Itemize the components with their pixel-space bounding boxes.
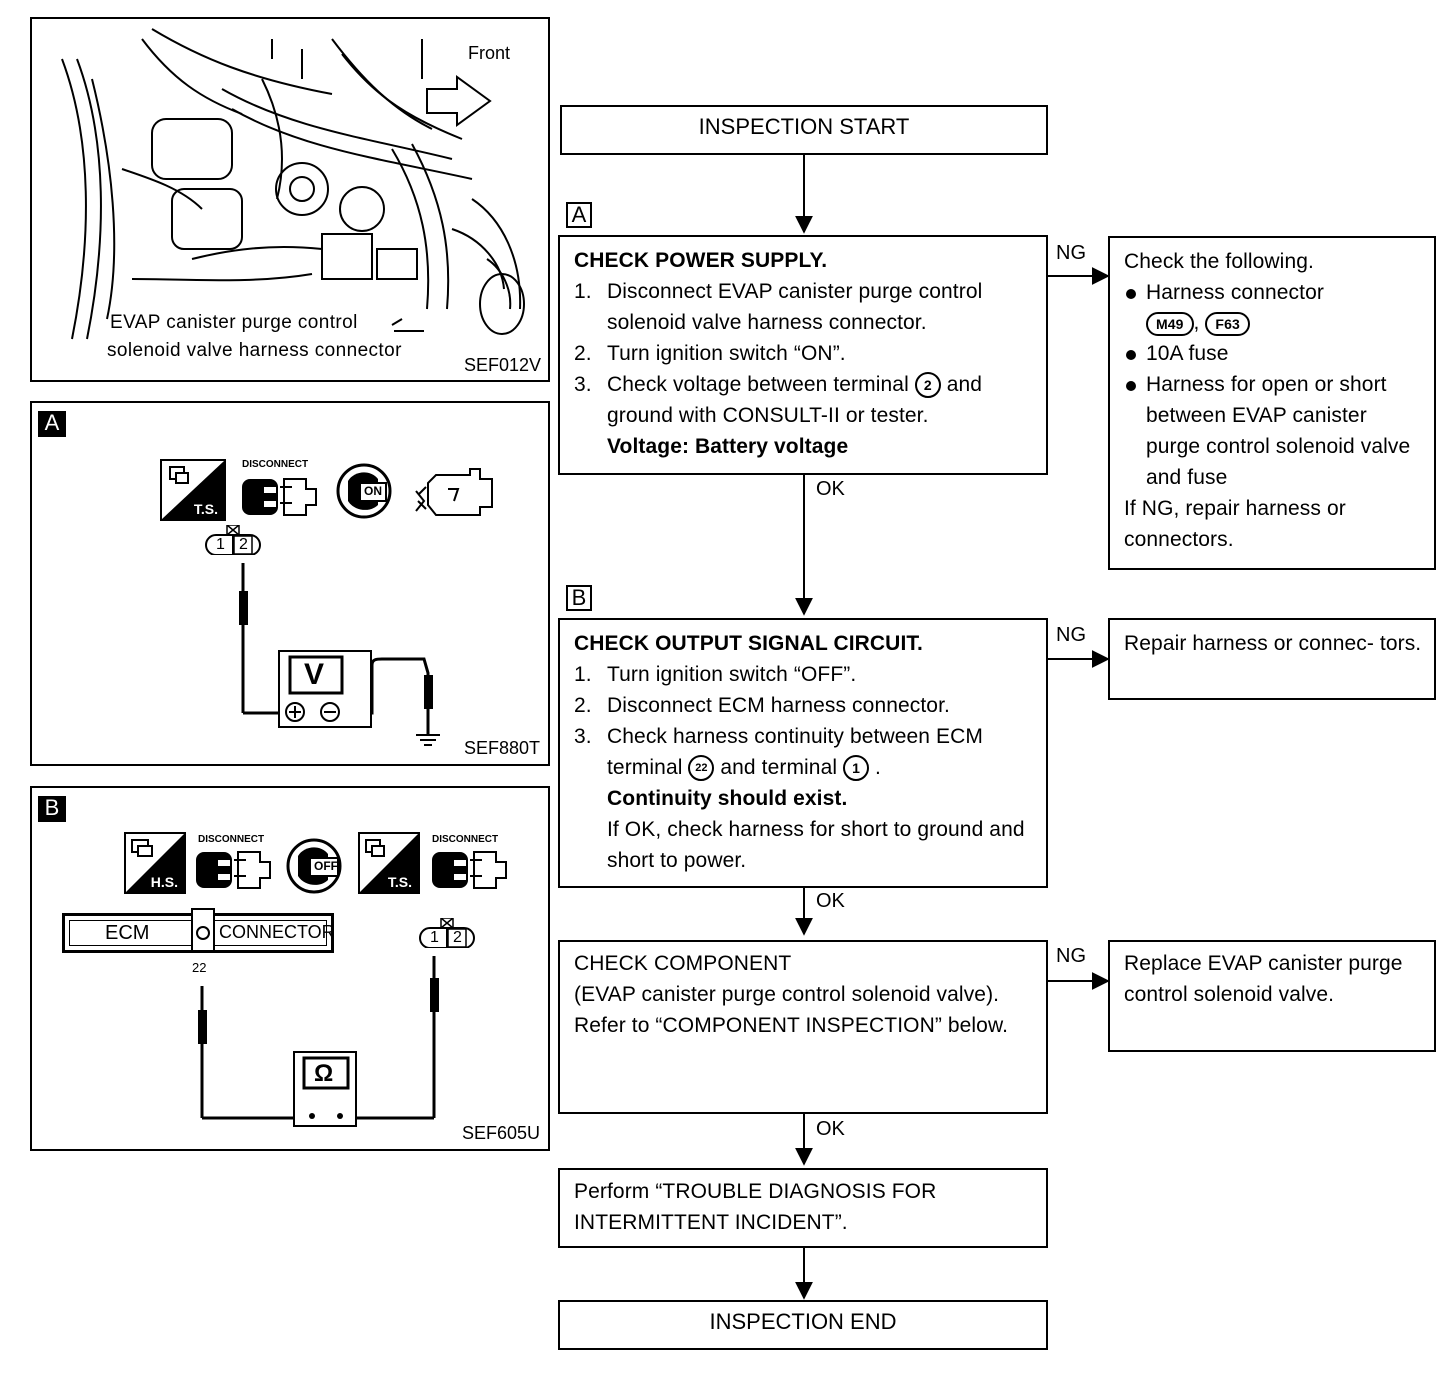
step-b-item-1: 1.Turn ignition switch “OFF”. — [574, 663, 857, 686]
step-a-check-power-supply: CHECK POWER SUPPLY. 1.Disconnect EVAP ca… — [558, 235, 1048, 475]
step-b-check-output-signal: CHECK OUTPUT SIGNAL CIRCUIT. 1.Turn igni… — [558, 618, 1048, 888]
engine-icon — [415, 468, 493, 516]
inspection-end: INSPECTION END — [558, 1300, 1048, 1350]
engine-figure-code: SEF012V — [464, 355, 542, 375]
ecm-label: ECM — [105, 922, 150, 944]
figure-a-code: SEF880T — [464, 738, 541, 758]
step-b-item-3: 3.Check harness continuity between ECM t… — [574, 721, 1034, 783]
step-a-item-2: 2.Turn ignition switch “ON”. — [574, 342, 846, 365]
figure-b-panel: B H.S. DISCONNECT OFF T.S. DISCONNECT — [30, 786, 550, 1151]
harness-connector-a: 1 2 — [204, 525, 262, 563]
step-b-ok-label: OK — [816, 890, 845, 912]
step-b-ng-label: NG — [1056, 624, 1086, 646]
ts-icon: T.S. — [160, 459, 226, 521]
ng-c-text: Replace EVAP canister purge control sole… — [1124, 952, 1403, 1006]
hs-icon-label: H.S. — [150, 874, 178, 890]
pin-2-label-b: 2 — [453, 929, 462, 946]
step-c-title: CHECK COMPONENT — [574, 952, 792, 975]
voltmeter-label: V — [304, 658, 325, 691]
pin-1-label: 1 — [216, 536, 225, 553]
ignition-on-label: ON — [364, 484, 382, 498]
ignition-key-on-icon — [336, 463, 392, 519]
step-c-ok-label: OK — [816, 1118, 845, 1140]
disconnect-icon — [242, 478, 317, 516]
figure-b-tag: B — [38, 796, 66, 822]
ng-a-bullet-1: Harness connector — [1124, 277, 1424, 308]
wiring-a — [239, 563, 440, 746]
step-c-ng-label: NG — [1056, 945, 1086, 967]
disconnect-icon-1 — [196, 851, 271, 889]
engine-callout-line1: EVAP canister purge control — [110, 312, 358, 333]
disconnect-label-1: DISCONNECT — [198, 834, 265, 845]
step-a-item-1: 1.Disconnect EVAP canister purge control… — [574, 280, 983, 334]
ng-a-outro: If NG, repair harness or connectors. — [1124, 497, 1346, 551]
disconnect-label-2: DISCONNECT — [432, 834, 499, 845]
step-b-title: CHECK OUTPUT SIGNAL CIRCUIT. — [574, 632, 923, 655]
step-a-spec: Voltage: Battery voltage — [607, 435, 849, 458]
step-c-ref: Refer to “COMPONENT INSPECTION” below. — [574, 1014, 1009, 1037]
terminal-1-badge: 1 — [843, 755, 870, 782]
ng-a-bullet-2: 10A fuse — [1124, 338, 1424, 369]
front-label: Front — [468, 43, 511, 63]
step-c-body: (EVAP canister purge control solenoid va… — [574, 983, 1000, 1006]
engine-figure-panel: Front EVAP canister purge control soleno… — [30, 17, 550, 382]
figure-b-code: SEF605U — [462, 1123, 541, 1143]
pin-1-label-b: 1 — [430, 929, 439, 946]
ignition-off-label: OFF — [314, 859, 338, 873]
hs-icon: H.S. — [124, 832, 186, 894]
connector-m49-badge: M49 — [1146, 312, 1194, 336]
step-b-note: If OK, check harness for short to ground… — [607, 818, 1025, 872]
wiring-b — [198, 956, 439, 1127]
step-a-ng-label: NG — [1056, 242, 1086, 264]
disconnect-label: DISCONNECT — [242, 459, 309, 470]
step-b-spec: Continuity should exist. — [607, 787, 848, 810]
step-d-perform-diagnosis: Perform “TROUBLE DIAGNOSIS FOR INTERMITT… — [558, 1168, 1048, 1248]
ng-c-replace-valve: Replace EVAP canister purge control sole… — [1108, 940, 1436, 1052]
step-a-item-3: 3.Check voltage between terminal 2 and g… — [574, 372, 983, 427]
step-a-ok-label: OK — [816, 478, 845, 500]
step-b-item-2: 2.Disconnect ECM harness connector. — [574, 694, 950, 717]
step-a-title: CHECK POWER SUPPLY. — [574, 249, 828, 272]
connector-f63-badge: F63 — [1205, 312, 1250, 336]
ts-icon-b: T.S. — [358, 832, 420, 894]
ignition-key-off-icon — [286, 838, 342, 894]
ng-a-check-list: Check the following. Harness connector M… — [1108, 236, 1436, 570]
figure-a-panel: A T.S. DISCONNECT ON — [30, 401, 550, 766]
engine-callout-line2: solenoid valve harness connector — [107, 340, 402, 361]
ng-a-bullet-3: Harness for open or short between EVAP c… — [1124, 369, 1424, 493]
pin-2-label: 2 — [239, 536, 248, 553]
harness-connector-b: 1 2 — [418, 918, 476, 956]
step-a-tag: A — [566, 202, 592, 228]
ecm-connector: ECM CONNECTOR — [62, 908, 335, 953]
callout-leader-line — [394, 330, 424, 332]
figure-a-tag: A — [38, 411, 66, 437]
ng-a-connectors: M49, F63 — [1124, 308, 1424, 338]
step-c-check-component: CHECK COMPONENT (EVAP canister purge con… — [558, 940, 1048, 1114]
step-d-text: Perform “TROUBLE DIAGNOSIS FOR INTERMITT… — [574, 1180, 937, 1234]
engine-bay-illustration — [61, 28, 525, 340]
connector-label: CONNECTOR — [219, 922, 335, 942]
terminal-22-badge: 22 — [688, 755, 715, 782]
ts-icon-label: T.S. — [193, 501, 218, 517]
inspection-start: INSPECTION START — [560, 105, 1048, 155]
step-b-tag: B — [566, 585, 592, 611]
ecm-pin-22-label: 22 — [192, 960, 207, 975]
ts-icon-b-label: T.S. — [387, 874, 412, 890]
disconnect-icon-2 — [432, 851, 507, 889]
terminal-2-badge: 2 — [914, 372, 941, 399]
ng-a-intro: Check the following. — [1124, 250, 1314, 273]
ohmmeter-label: Ω — [314, 1060, 334, 1087]
ng-b-text: Repair harness or connec- tors. — [1124, 632, 1422, 655]
ng-b-repair-harness: Repair harness or connec- tors. — [1108, 618, 1436, 700]
